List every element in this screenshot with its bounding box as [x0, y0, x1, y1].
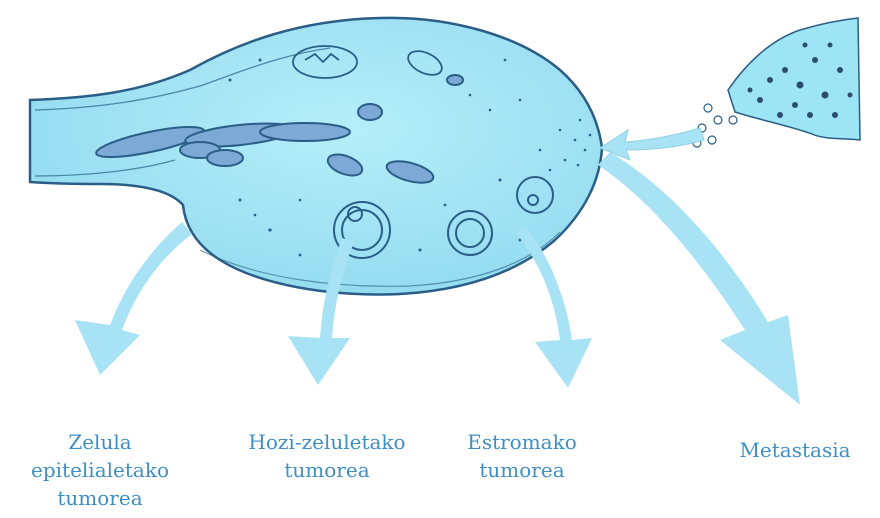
label-epithelial-line1: Zelula: [15, 428, 185, 456]
label-metastasis-line1: Metastasia: [720, 436, 870, 464]
label-stromal-tumor: Estromako tumorea: [466, 428, 578, 484]
arrow-epithelial: [75, 222, 192, 375]
metastasis-tissue: [728, 18, 860, 140]
label-stromal-line2: tumorea: [466, 456, 578, 484]
label-epithelial-line3: tumorea: [15, 484, 185, 512]
label-germ-cell-line1: Hozi-zeluletako: [232, 428, 422, 456]
label-stromal-line1: Estromako: [466, 428, 578, 456]
label-epithelial-line2: epitelialetako: [15, 456, 185, 484]
label-metastasis: Metastasia: [720, 436, 870, 464]
arrow-metastasis-out: [598, 152, 800, 405]
label-epithelial-tumor: Zelula epitelialetako tumorea: [15, 428, 185, 512]
label-germ-cell-tumor: Hozi-zeluletako tumorea: [232, 428, 422, 484]
incoming-metastasis-arrow: [600, 128, 704, 160]
label-germ-cell-line2: tumorea: [232, 456, 422, 484]
